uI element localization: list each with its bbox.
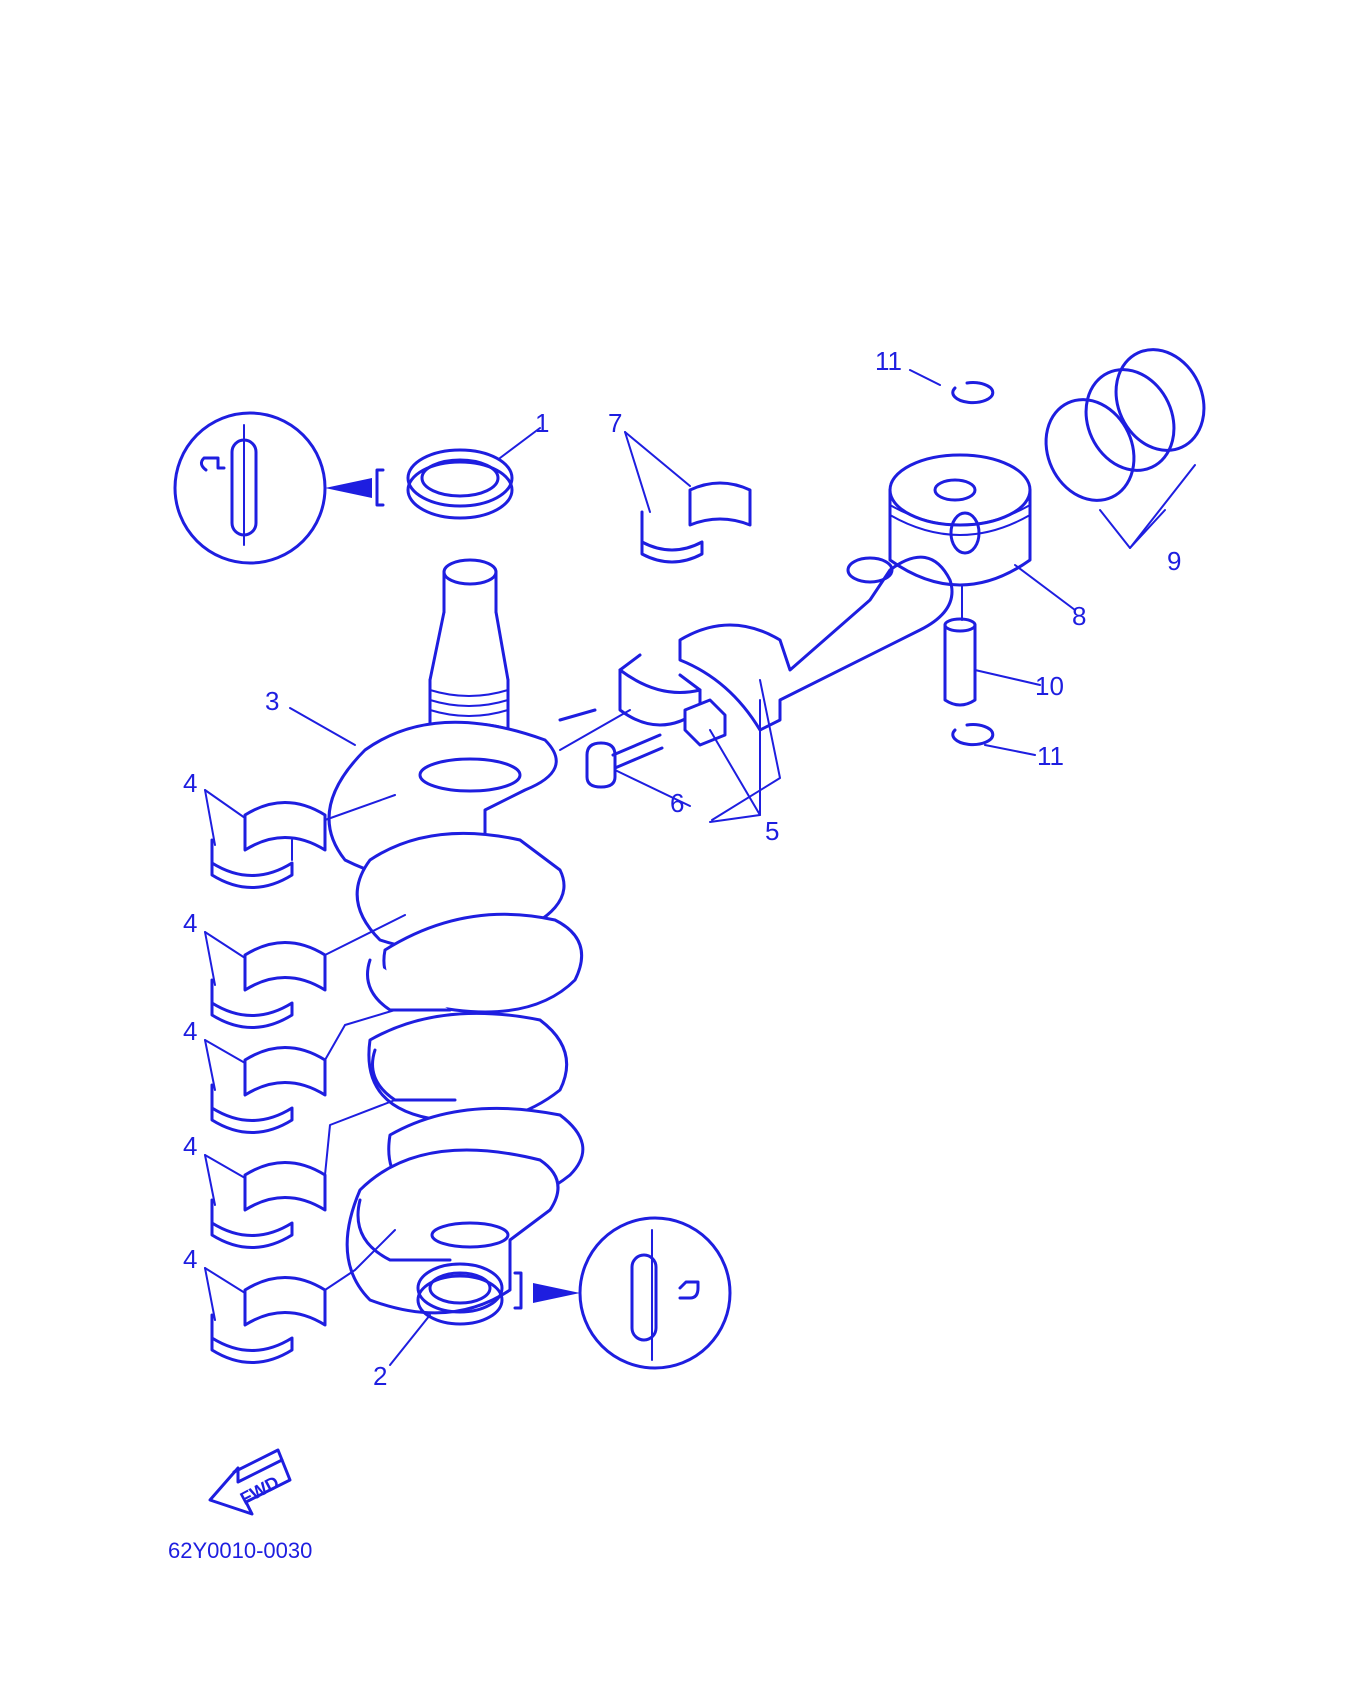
forward-arrow-icon: FWD — [208, 1448, 292, 1516]
main-bearing-4 — [204, 1099, 396, 1249]
label-part-6: 6 — [670, 788, 684, 818]
diagram-code: 62Y0010-0030 — [168, 1538, 312, 1563]
circlip-top — [909, 369, 995, 405]
main-bearing-3 — [204, 1009, 396, 1134]
label-part-4-4: 4 — [183, 1131, 197, 1161]
label-part-1: 1 — [535, 408, 549, 438]
connecting-rod — [558, 555, 954, 823]
crankshaft — [289, 558, 585, 1315]
main-bearing-5 — [204, 1229, 396, 1364]
seal-detail-top — [173, 411, 385, 565]
main-bearing-2 — [204, 914, 406, 1029]
label-part-4-1: 4 — [183, 768, 197, 798]
label-part-11-bottom: 11 — [1037, 741, 1064, 771]
label-part-2: 2 — [373, 1361, 387, 1391]
label-part-4-2: 4 — [183, 908, 197, 938]
oil-seal-bottom — [389, 1262, 523, 1366]
piston — [888, 453, 1076, 611]
seal-detail-bottom — [533, 1216, 732, 1370]
label-part-11-top: 11 — [875, 346, 902, 376]
label-part-5: 5 — [765, 816, 779, 846]
oil-seal-top — [406, 427, 541, 520]
connecting-rod-bolt — [585, 733, 691, 807]
label-part-10: 10 — [1035, 671, 1064, 701]
label-part-4-5: 4 — [183, 1244, 197, 1274]
connecting-rod-bearing — [624, 431, 752, 564]
circlip-bottom — [951, 723, 1036, 756]
piston-rings — [1044, 348, 1206, 549]
label-part-9: 9 — [1167, 546, 1181, 576]
label-part-7: 7 — [608, 408, 622, 438]
label-part-4-3: 4 — [183, 1016, 197, 1046]
label-part-3: 3 — [265, 686, 279, 716]
label-part-8: 8 — [1072, 601, 1086, 631]
piston-pin — [943, 584, 1041, 707]
main-bearing-1 — [204, 789, 396, 889]
